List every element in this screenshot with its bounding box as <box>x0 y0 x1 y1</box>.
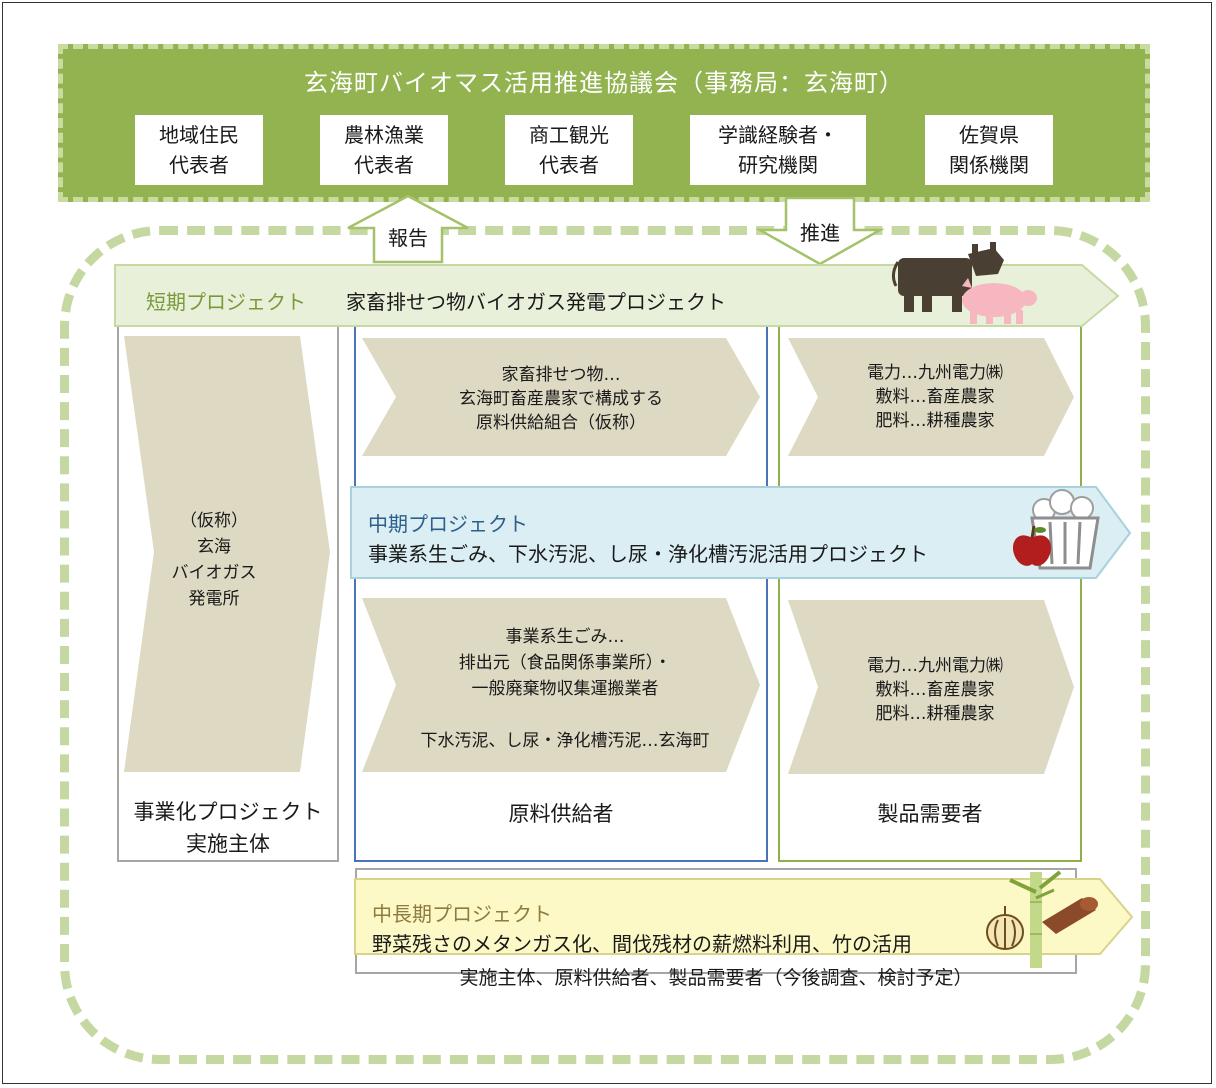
project-region-border <box>60 226 1150 1064</box>
consumer-short-chevron <box>788 338 1074 456</box>
promote-label: 推進 <box>800 221 840 245</box>
council-title: 玄海町バイオマス活用推進協議会（事務局：玄海町） <box>304 69 904 97</box>
operator-footer: 事業化プロジェクト 実施主体 <box>133 800 323 856</box>
report-label: 報告 <box>388 226 428 250</box>
mid-term-name: 事業系生ごみ、下水汚泥、し尿・浄化槽汚泥活用プロジェクト <box>368 542 928 566</box>
apple-icon <box>1012 525 1052 566</box>
supplier-short-chevron <box>362 338 760 456</box>
cow-icon <box>891 242 1004 312</box>
member-academia: 学識経験者・ 研究機関 <box>690 115 866 185</box>
member-commerce-tourism: 商工観光 代表者 <box>505 115 633 185</box>
mid-term-label: 中期プロジェクト <box>368 512 528 536</box>
supplier-mid-chevron <box>362 598 760 772</box>
consumer-mid-text: 電力…九州電力㈱ 敷料…畜産農家 肥料…耕種農家 <box>867 656 1003 724</box>
mid-term-band <box>350 486 1132 579</box>
consumer-short-text: 電力…九州電力㈱ 敷料…畜産農家 肥料…耕種農家 <box>867 363 1003 431</box>
log-icon <box>1042 897 1098 934</box>
member-local-residents: 地域住民 代表者 <box>135 115 263 185</box>
consumer-footer: 製品需要者 <box>877 802 983 826</box>
supplier-short-text: 家畜排せつ物… 玄海町畜産農家で構成する 原料供給組合（仮称） <box>459 365 663 433</box>
member-agriculture: 農林漁業 代表者 <box>320 115 448 185</box>
long-term-note: 実施主体、原料供給者、製品需要者（今後調査、検討予定） <box>459 967 973 989</box>
operator-chevron <box>124 336 330 772</box>
member-saga-prefecture: 佐賀県 関係機関 <box>925 115 1053 185</box>
short-term-name: 家畜排せつ物バイオガス発電プロジェクト <box>346 290 726 314</box>
promote-arrow <box>755 196 885 266</box>
report-arrow <box>347 194 469 264</box>
council-panel: 玄海町バイオマス活用推進協議会（事務局：玄海町） 地域住民 代表者 農林漁業 代… <box>58 44 1150 202</box>
long-term-label: 中長期プロジェクト <box>372 902 552 926</box>
supplier-footer: 原料供給者 <box>508 802 614 826</box>
pig-icon <box>962 278 1037 324</box>
consumer-mid-chevron <box>788 600 1074 774</box>
bamboo-icon <box>1009 870 1062 968</box>
operator-plant-name: （仮称） 玄海 バイオガス 発電所 <box>171 511 257 609</box>
onion-icon <box>986 906 1024 950</box>
popcorn-bucket-icon <box>1030 489 1100 570</box>
supplier-mid-text: 事業系生ごみ… 排出元（食品関係事業所）・ 一般廃棄物収集運搬業者 下水汚泥、し… <box>420 627 710 751</box>
short-term-label: 短期プロジェクト <box>146 290 306 314</box>
long-term-band <box>354 878 1134 955</box>
long-term-name: 野菜残さのメタンガス化、間伐残材の薪燃料利用、竹の活用 <box>372 932 912 956</box>
